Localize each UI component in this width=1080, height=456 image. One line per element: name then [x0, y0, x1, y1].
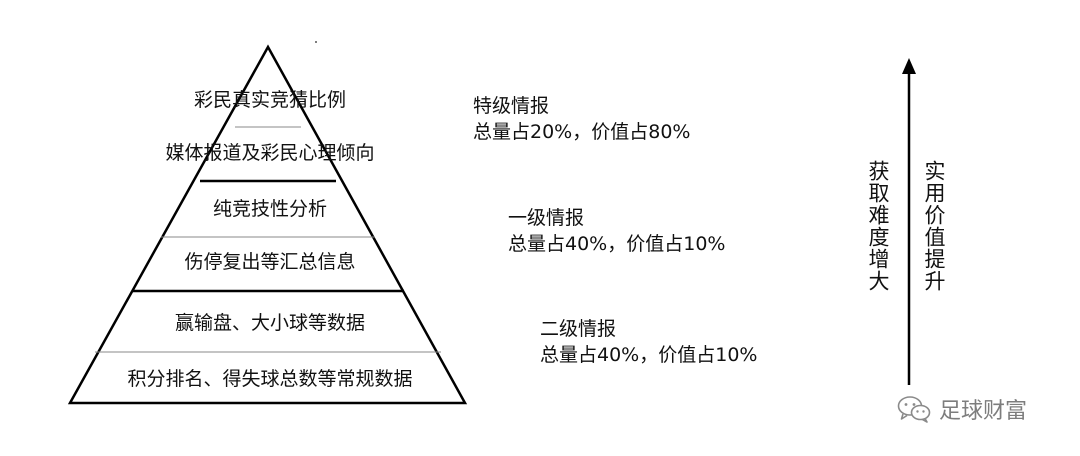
difficulty-label: 获取难度增大 — [866, 160, 890, 292]
tier-title-first: 一级情报 — [508, 207, 585, 229]
pyramid-row-4: 伤停复出等汇总信息 — [184, 251, 355, 273]
speck-dot — [315, 41, 317, 43]
tier-stats-second: 总量占40%，价值占10% — [540, 344, 758, 366]
tier-stats-first: 总量占40%，价值占10% — [508, 233, 726, 255]
value-label: 实用价值提升 — [922, 160, 946, 292]
tier-title-special: 特级情报 — [473, 95, 550, 117]
tier-stats-special: 总量占20%，价值占80% — [473, 121, 691, 143]
tier-title-second: 二级情报 — [540, 318, 617, 340]
pyramid-row-2: 媒体报道及彩民心理倾向 — [165, 142, 374, 164]
pyramid-outline — [67, 44, 468, 405]
pyramid-row-3: 纯竞技性分析 — [213, 198, 327, 220]
watermark: 足球财富 — [897, 393, 1027, 425]
watermark-text: 足球财富 — [939, 399, 1028, 424]
pyramid-row-6: 积分排名、得失球总数等常规数据 — [127, 368, 412, 390]
pyramid-row-5: 赢输盘、大小球等数据 — [175, 312, 365, 334]
arrow-head — [902, 58, 916, 74]
pyramid-row-1: 彩民真实竞猜比例 — [194, 89, 346, 111]
wechat-icon — [897, 395, 931, 423]
